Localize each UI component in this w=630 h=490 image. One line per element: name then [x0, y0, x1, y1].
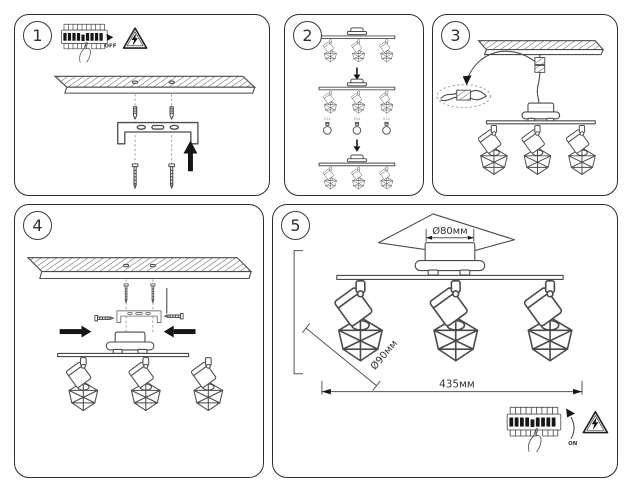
screw-icon	[168, 163, 175, 189]
down-arrow-icon	[353, 67, 361, 80]
fixture-bar	[57, 352, 190, 358]
cage-spotlight-icon	[428, 280, 479, 362]
cage-spotlight-icon	[127, 357, 161, 412]
step-number-badge: 1	[23, 21, 52, 50]
step-5-drawing: Ø80мм Ø90мм 435мм ON	[293, 213, 609, 452]
circuit-breaker-on-icon: ON	[506, 406, 578, 452]
wall-plug-icon	[132, 106, 138, 120]
socket-label: E14	[354, 117, 360, 121]
canopy-diameter-label: Ø80мм	[432, 225, 467, 237]
callout-arrow-icon	[462, 50, 536, 86]
canopy-illustration	[414, 242, 486, 276]
ceiling-illustration	[26, 257, 253, 280]
bulb-socket-labels: E14 E14 E14	[324, 117, 390, 121]
breaker-on-label: ON	[568, 441, 578, 447]
cage-spotlight-icon	[565, 124, 596, 175]
fixture-illustration	[319, 79, 395, 113]
panel-step-4: 4	[14, 204, 264, 478]
light-bulb-icon	[352, 121, 362, 135]
step-4-drawing	[26, 257, 253, 412]
mounting-bracket-icon	[117, 121, 199, 145]
height-dimension-bracket	[293, 250, 304, 375]
inward-arrow-right-icon	[163, 325, 196, 338]
step-2-drawing: E14 E14 E14	[285, 15, 423, 195]
light-bulb-icon	[323, 121, 332, 135]
light-bulb-icon	[382, 121, 391, 135]
overall-width-dimension	[321, 380, 583, 395]
cage-spotlight-icon	[65, 357, 99, 412]
step-1-drawing: OFF	[53, 23, 257, 189]
fixture-bar	[485, 120, 596, 125]
step-number-badge: 3	[441, 21, 470, 50]
socket-label: E14	[324, 117, 330, 121]
side-screw-icon	[94, 314, 115, 322]
screw-icon	[123, 283, 129, 304]
fixture-with-bulbs-illustration	[319, 155, 395, 189]
ceiling-illustration	[477, 40, 605, 56]
fixture-bar	[336, 274, 564, 280]
step-3-drawing	[436, 40, 605, 175]
wire-detail-callout	[436, 84, 491, 108]
cage-spotlight-icon	[190, 357, 224, 412]
breaker-off-label: OFF	[104, 44, 116, 50]
cage-spotlight-icon	[522, 280, 573, 362]
panel-step-5: 5 Ø80мм Ø90мм	[272, 204, 618, 478]
screw-icon	[131, 163, 139, 189]
shade-diameter-dimension	[301, 323, 381, 391]
overall-width-label: 435мм	[439, 379, 475, 391]
high-voltage-warning-icon	[122, 27, 148, 49]
shade-diameter-label: Ø90мм	[368, 338, 400, 373]
terminal-block-icon	[534, 54, 546, 73]
mounting-bracket-icon	[116, 310, 162, 323]
canopy-illustration	[521, 102, 561, 123]
step-number-badge: 2	[293, 21, 322, 50]
down-arrow-icon	[353, 139, 361, 152]
cage-spotlight-icon	[477, 124, 508, 175]
fixture-without-bulbs-illustration	[319, 28, 395, 62]
cage-spotlight-icon	[520, 124, 552, 175]
up-arrow-icon	[183, 140, 198, 172]
panel-step-1: 1 OFF	[14, 14, 270, 196]
ceiling-illustration	[53, 75, 257, 94]
side-screw-icon	[163, 312, 184, 320]
step-number-badge: 4	[23, 211, 52, 240]
circuit-breaker-off-icon: OFF	[61, 23, 117, 63]
switch-direction-arrow-icon	[566, 408, 576, 418]
canopy-diameter-dimension	[425, 228, 475, 242]
inward-arrow-left-icon	[59, 325, 92, 338]
step-number-badge: 5	[281, 211, 310, 240]
power-wire	[536, 71, 541, 104]
wall-plug-icon	[169, 106, 174, 120]
screw-icon	[150, 283, 156, 304]
socket-label: E14	[383, 117, 389, 121]
panel-step-2: 2 E14 E14 E14	[284, 14, 424, 196]
switch-direction-arrow-icon	[106, 33, 114, 41]
high-voltage-warning-icon	[582, 411, 609, 434]
panel-step-3: 3	[432, 14, 618, 196]
cage-spotlight-icon	[333, 280, 383, 362]
canopy-illustration	[105, 331, 155, 354]
